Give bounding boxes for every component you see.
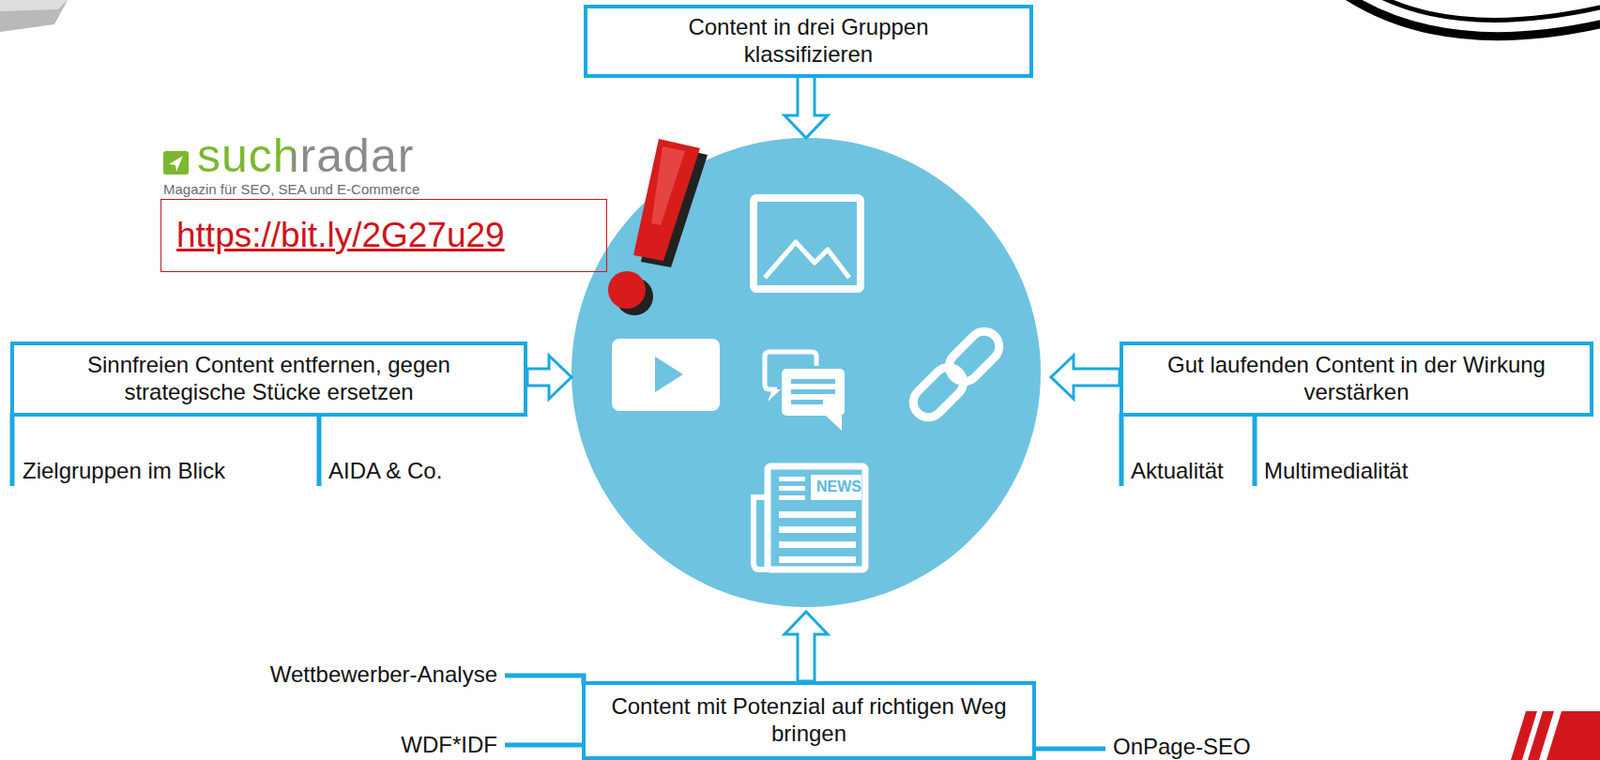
chat-icon: [791, 399, 823, 405]
link-icon: [943, 325, 1006, 388]
news-icon: [778, 511, 856, 519]
link-icon: [907, 325, 1006, 425]
exclamation-mark: [633, 138, 701, 261]
logo-text: suchradar: [197, 132, 414, 180]
chat-icon: [825, 415, 842, 431]
link-icon: [907, 361, 970, 424]
exclamation-mark: [608, 271, 646, 309]
news-icon: [778, 476, 806, 482]
logo-tagline: Magazin für SEO, SEA und E-Commerce: [163, 181, 420, 198]
step-box: Content in drei Gruppen klassifizieren: [583, 4, 1034, 78]
node-text: https://bit.ly/2G27u29: [176, 216, 505, 256]
content-circle: [571, 137, 1041, 608]
news-icon: [753, 466, 866, 570]
sub-point: Zielgruppen im Blick: [22, 457, 226, 485]
chat-icon: [767, 389, 781, 402]
leader-line: [1119, 412, 1125, 487]
news-icon: [778, 495, 806, 501]
leader-line: [317, 412, 322, 487]
node-text: Content in drei Gruppen klassifizieren: [643, 14, 974, 69]
news-icon: [753, 497, 768, 570]
step-box: Sinnfreien Content entfernen, gegen stra…: [10, 341, 528, 417]
leader-line: [12, 412, 1255, 749]
suchradar-icon: [163, 151, 189, 175]
image-icon: [764, 242, 850, 278]
sub-point: OnPage-SEO: [1112, 733, 1251, 760]
sub-point: Aktualität: [1130, 457, 1224, 485]
corner-logo: [0, 0, 68, 32]
suchradar-icon: [163, 151, 189, 175]
chat-icon: [781, 368, 845, 416]
leader-line: [1034, 746, 1106, 752]
block-arrow: [784, 611, 828, 682]
icon-text: NEWS: [816, 478, 862, 496]
corner-logo: [1546, 711, 1600, 760]
news-icon: [778, 556, 856, 564]
video-icon: [611, 338, 720, 412]
block-arrow: [1051, 355, 1120, 399]
block-arrow: [527, 75, 1120, 682]
video-icon: [655, 356, 684, 393]
news-icon: [778, 486, 806, 491]
leader-line: [504, 675, 584, 686]
node-text: Gut laufenden Content in der Wirkung ver…: [1160, 351, 1553, 407]
image-icon: [753, 198, 861, 290]
news-icon: [778, 526, 856, 534]
node-text: Content mit Potenzial auf richtigen Weg …: [596, 693, 1021, 748]
sub-point: AIDA & Co.: [328, 457, 442, 485]
news-icon: [810, 474, 862, 501]
image-icon: [753, 198, 861, 290]
exclamation-mark: [651, 146, 686, 226]
block-arrow: [784, 75, 828, 138]
leader-line: [10, 412, 16, 487]
chat-icon: [764, 351, 845, 431]
leader-line: [1252, 412, 1258, 487]
news-icon: [767, 466, 866, 570]
sub-point: Wettbewerber-Analyse: [270, 661, 498, 688]
block-arrow: [527, 355, 572, 399]
link-box: https://bit.ly/2G27u29: [160, 198, 608, 273]
sub-point: Multimedialität: [1264, 457, 1408, 485]
corner-logo: [0, 0, 68, 12]
sub-point: WDF*IDF: [400, 731, 498, 759]
exclamation-mark: [608, 138, 708, 316]
corner-swoosh: [1347, 0, 1600, 37]
chat-icon: [791, 379, 836, 384]
leader-line: [504, 743, 584, 748]
corner-logo: [0, 0, 68, 32]
chat-icon: [791, 389, 836, 395]
suchradar-icon: [168, 155, 183, 172]
node-text: Sinnfreien Content entfernen, gegen stra…: [25, 351, 513, 407]
corner-swoosh: [1379, 0, 1600, 20]
step-box: Gut laufenden Content in der Wirkung ver…: [1119, 341, 1594, 417]
step-box: Content mit Potenzial auf richtigen Weg …: [581, 681, 1037, 760]
news-icon: [778, 541, 856, 549]
video-icon: [611, 338, 720, 412]
corner-logo: [1510, 711, 1600, 760]
corner-swoosh: [1347, 0, 1600, 37]
